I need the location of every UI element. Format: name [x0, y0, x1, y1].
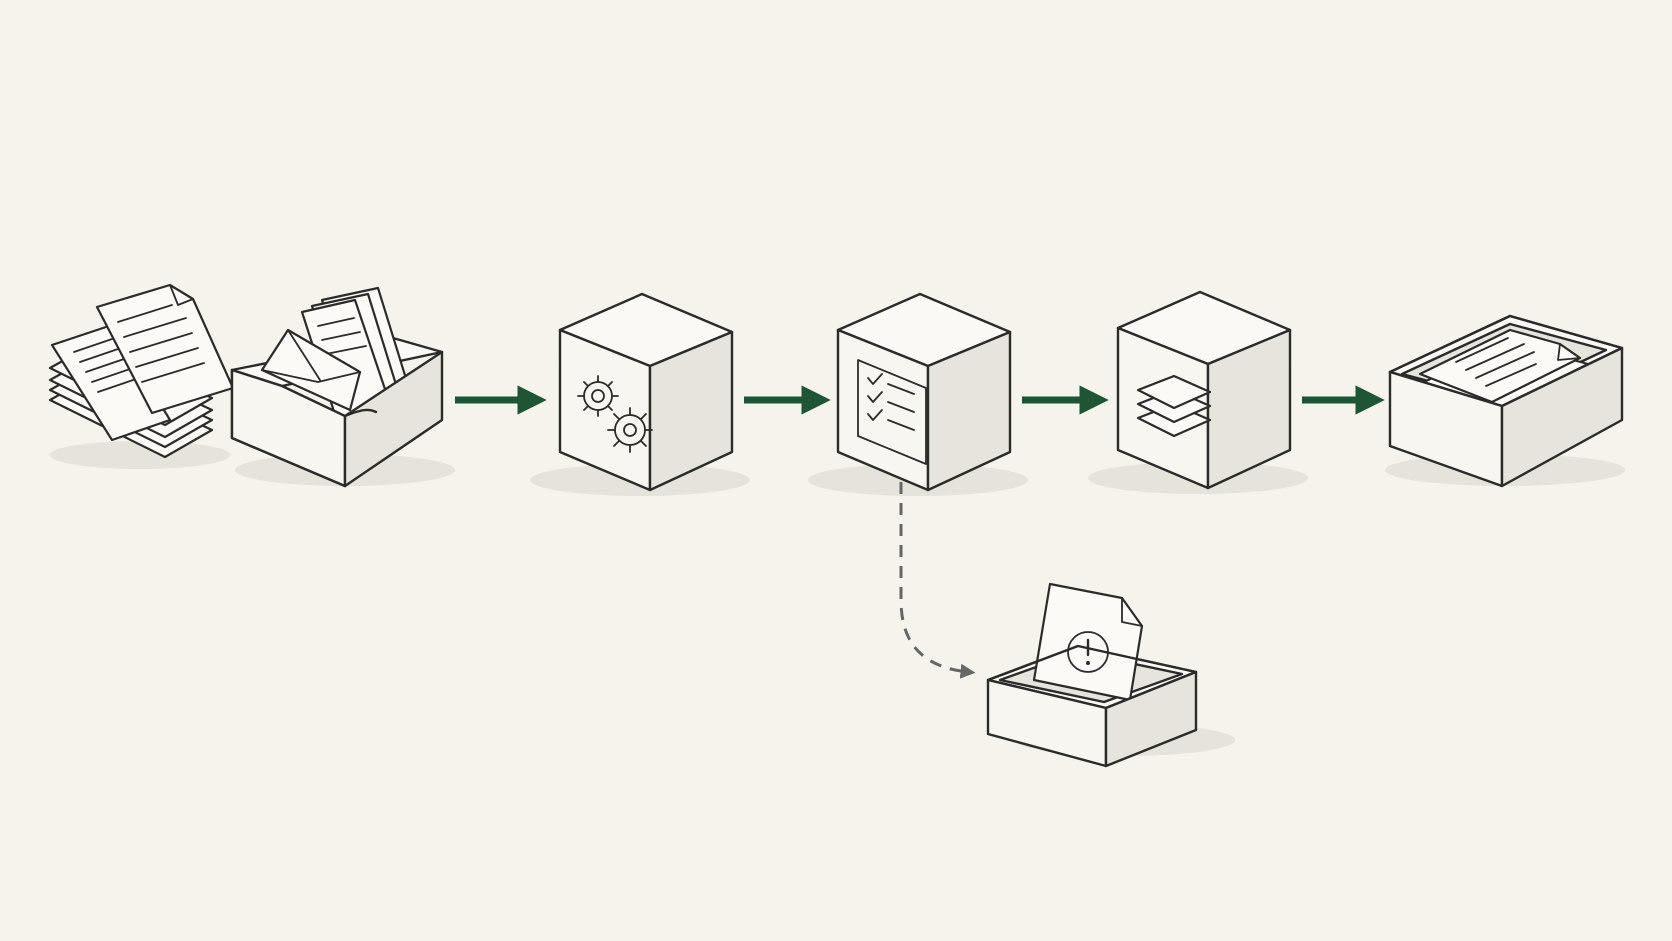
validate-cube — [808, 292, 1028, 496]
merge-cube — [1088, 290, 1308, 494]
exception-tray-icon — [986, 582, 1235, 768]
process-cube — [530, 292, 750, 496]
layers-icon — [1136, 374, 1212, 438]
output-tray-icon — [1385, 314, 1625, 488]
edge-validate-to-exceptions — [899, 482, 976, 679]
document-stack-icon — [48, 283, 235, 469]
gears-icon — [577, 375, 653, 453]
checklist-icon — [857, 359, 927, 465]
intake-tray-icon — [230, 286, 455, 488]
